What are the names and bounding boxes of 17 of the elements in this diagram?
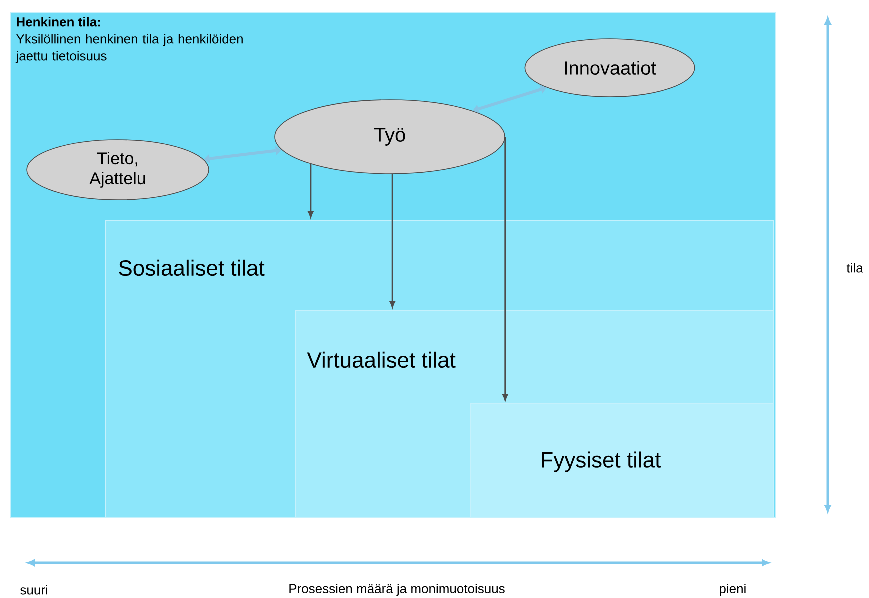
axis-label: Prosessien määrä ja monimuotoisuus — [290, 584, 505, 596]
axis-label: pieni — [720, 584, 746, 596]
double-arrow — [204, 146, 282, 164]
box-text: Yksilöllinen henkinen tila ja henkilöiden jaettu tietoisuus — [16, 34, 243, 64]
arrow — [390, 174, 396, 308]
ellipse-node: Innovaatiot — [524, 38, 696, 98]
arrow — [308, 164, 314, 218]
box-heading: Henkinen tila: — [17, 17, 100, 27]
ellipse-node: Työ — [274, 100, 506, 174]
axis-label: suuri — [20, 585, 48, 595]
space-title: Virtuaaliset tilat — [307, 352, 456, 368]
arrow — [502, 137, 508, 401]
double-arrow — [472, 85, 547, 114]
space-title: Sosiaaliset tilat — [119, 260, 265, 276]
ellipse-node: Tieto, Ajattelu — [26, 140, 210, 200]
axis-label: tila — [846, 263, 864, 273]
space-title: Fyysiset tilat — [542, 452, 662, 472]
